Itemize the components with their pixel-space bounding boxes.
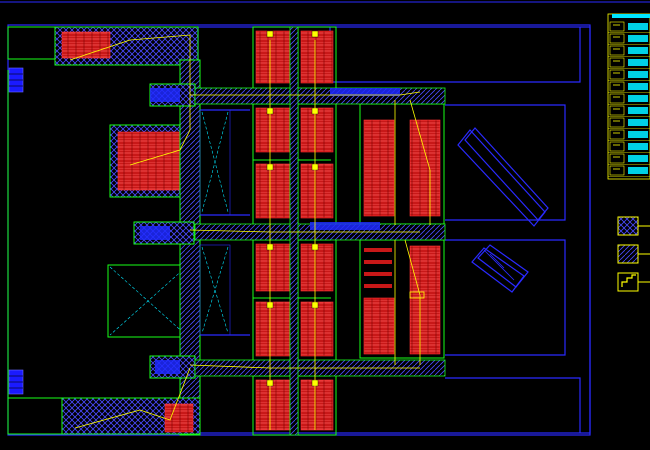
void-cross-west — [109, 266, 187, 336]
rack-module — [300, 301, 334, 357]
schedule-text-cell — [628, 95, 648, 102]
rack-west-upper — [117, 131, 185, 191]
legend-swatch-3 — [617, 272, 639, 292]
schedule-text-cell — [628, 155, 648, 162]
cable-routes — [69, 34, 431, 430]
schedule-symbol-cell — [609, 33, 625, 44]
rack-module — [255, 107, 291, 153]
schedule-symbol-cell — [609, 117, 625, 128]
schedule-text-cell — [628, 47, 648, 54]
schedule-text-cell — [628, 35, 648, 42]
schedule-symbol-cell — [609, 129, 625, 140]
rack-module — [255, 243, 291, 292]
hatch-legend — [617, 216, 650, 292]
schedule-text-cell — [628, 143, 648, 150]
schedule-symbol-cell — [609, 105, 625, 116]
rack-module — [300, 163, 334, 219]
atrium-void — [199, 109, 231, 336]
east-rack-module — [409, 245, 441, 355]
junction-box-icon — [409, 291, 425, 299]
rack-small-top — [61, 31, 111, 59]
rack-module — [300, 379, 334, 431]
schedule-symbol-cell — [609, 69, 625, 80]
schedule-symbol-cell — [609, 21, 625, 32]
rack-module — [255, 30, 291, 84]
schedule-symbol-cell — [609, 45, 625, 56]
legend-swatch-2 — [617, 244, 639, 264]
schedule-symbol-cell — [609, 153, 625, 164]
east-rack-block — [359, 91, 445, 373]
diagonal-ramp-upper — [457, 127, 549, 227]
rack-small-bottom — [164, 403, 194, 433]
east-shelf — [364, 260, 392, 264]
schedule-symbol-cell — [609, 93, 625, 104]
rack-module — [255, 301, 291, 357]
blue-bands — [140, 88, 400, 374]
schedule-table — [607, 13, 650, 180]
rack-module — [300, 30, 334, 84]
rack-tag-icon — [311, 30, 319, 38]
server-rack-columns — [252, 26, 337, 436]
schedule-text-cell — [628, 71, 648, 78]
rack-module — [255, 163, 291, 219]
schedule-symbol-cell — [609, 141, 625, 152]
east-shelf — [364, 272, 392, 276]
schedule-text-cell — [628, 167, 648, 174]
rack-tag-icon — [266, 30, 274, 38]
east-rack-module — [363, 119, 395, 217]
legend-swatch-1 — [617, 216, 639, 236]
east-rack-module — [363, 297, 395, 355]
rack-module — [255, 379, 291, 431]
east-rack-module — [409, 119, 441, 217]
rack-module — [300, 243, 334, 292]
schedule-text-cell — [628, 23, 648, 30]
schedule-symbol-cell — [609, 165, 625, 176]
east-shelf — [364, 248, 392, 252]
schedule-symbol-cell — [609, 57, 625, 68]
rack-module — [300, 107, 334, 153]
schedule-text-cell — [628, 59, 648, 66]
schedule-text-cell — [628, 107, 648, 114]
east-shelf — [364, 284, 392, 288]
diagonal-ramp-lower — [471, 244, 529, 293]
schedule-text-cell — [628, 83, 648, 90]
schedule-symbol-cell — [609, 81, 625, 92]
schedule-text-cell — [628, 131, 648, 138]
schedule-text-cell — [628, 119, 648, 126]
